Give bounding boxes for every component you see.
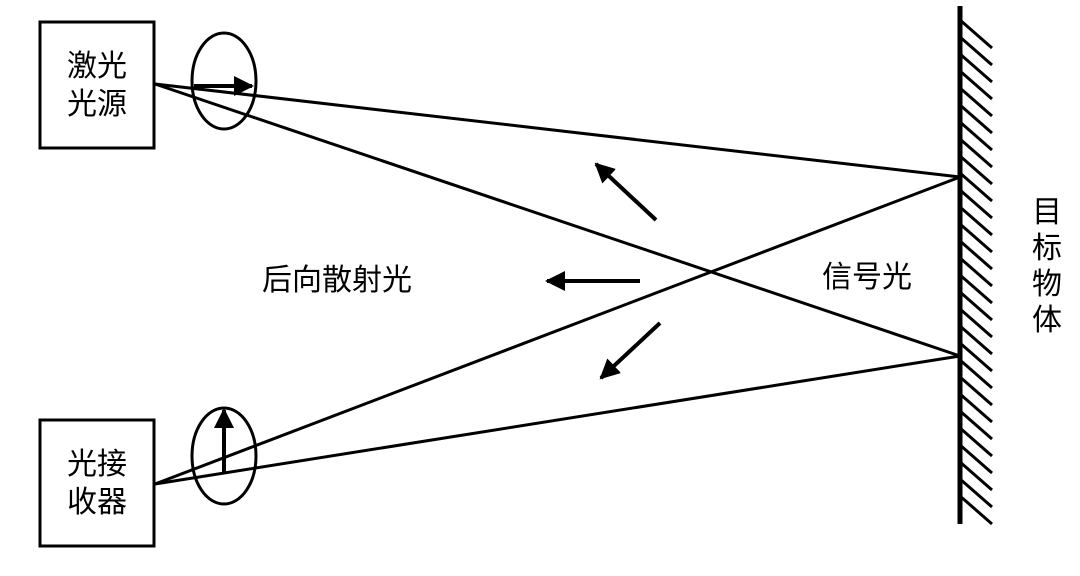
signal-label: 信号光	[822, 260, 912, 295]
hatch-mark	[959, 154, 993, 186]
hatch-mark	[959, 188, 993, 220]
receiver-label-line1: 光接	[67, 447, 127, 482]
hatch-mark	[959, 256, 993, 288]
hatch-mark	[959, 239, 993, 271]
laser-source-label-line2: 光源	[67, 87, 127, 122]
outgoing-beam-lower	[154, 82, 961, 358]
backscatter-arrow-down	[599, 321, 662, 380]
hatch-mark	[959, 86, 993, 118]
hatch-mark	[959, 273, 993, 305]
hatch-mark	[959, 222, 993, 254]
target-label-char-2: 标	[1032, 231, 1062, 266]
target-label-char-4: 体	[1032, 303, 1062, 338]
hatch-mark	[959, 35, 993, 67]
hatch-mark	[959, 324, 993, 356]
target-label-char-3: 物	[1032, 267, 1062, 302]
hatch-mark	[959, 52, 993, 84]
hatch-mark	[959, 18, 993, 50]
backscatter-arrow-up	[594, 162, 658, 222]
hatch-mark	[959, 103, 993, 135]
receiver-label-line2: 收器	[67, 485, 127, 520]
hatch-mark	[959, 120, 993, 152]
hatch-mark	[959, 460, 993, 492]
hatch-mark	[959, 290, 993, 322]
hatch-mark	[959, 494, 993, 526]
target-label-char-1: 目	[1032, 195, 1062, 230]
hatch-mark	[959, 171, 993, 203]
hatch-mark	[959, 341, 993, 373]
hatch-mark	[959, 426, 993, 458]
laser-source-label-line1: 激光	[67, 49, 127, 84]
hatch-mark	[959, 69, 993, 101]
hatch-mark	[959, 307, 993, 339]
hatch-mark	[959, 375, 993, 407]
backscatter-label: 后向散射光	[262, 263, 412, 298]
hatch-mark	[959, 443, 993, 475]
hatch-mark	[959, 477, 993, 509]
return-beam-lower	[154, 354, 961, 486]
hatch-mark	[959, 392, 993, 424]
outgoing-beam-upper	[154, 82, 961, 179]
laser-source-box	[38, 20, 156, 150]
emitter-lens	[190, 31, 258, 131]
receiver-box	[38, 418, 156, 548]
hatch-mark	[959, 205, 993, 237]
hatch-mark	[959, 137, 993, 169]
target-hatching	[959, 18, 993, 526]
return-beam-upper	[154, 175, 961, 486]
hatch-mark	[959, 409, 993, 441]
hatch-mark	[959, 358, 993, 390]
